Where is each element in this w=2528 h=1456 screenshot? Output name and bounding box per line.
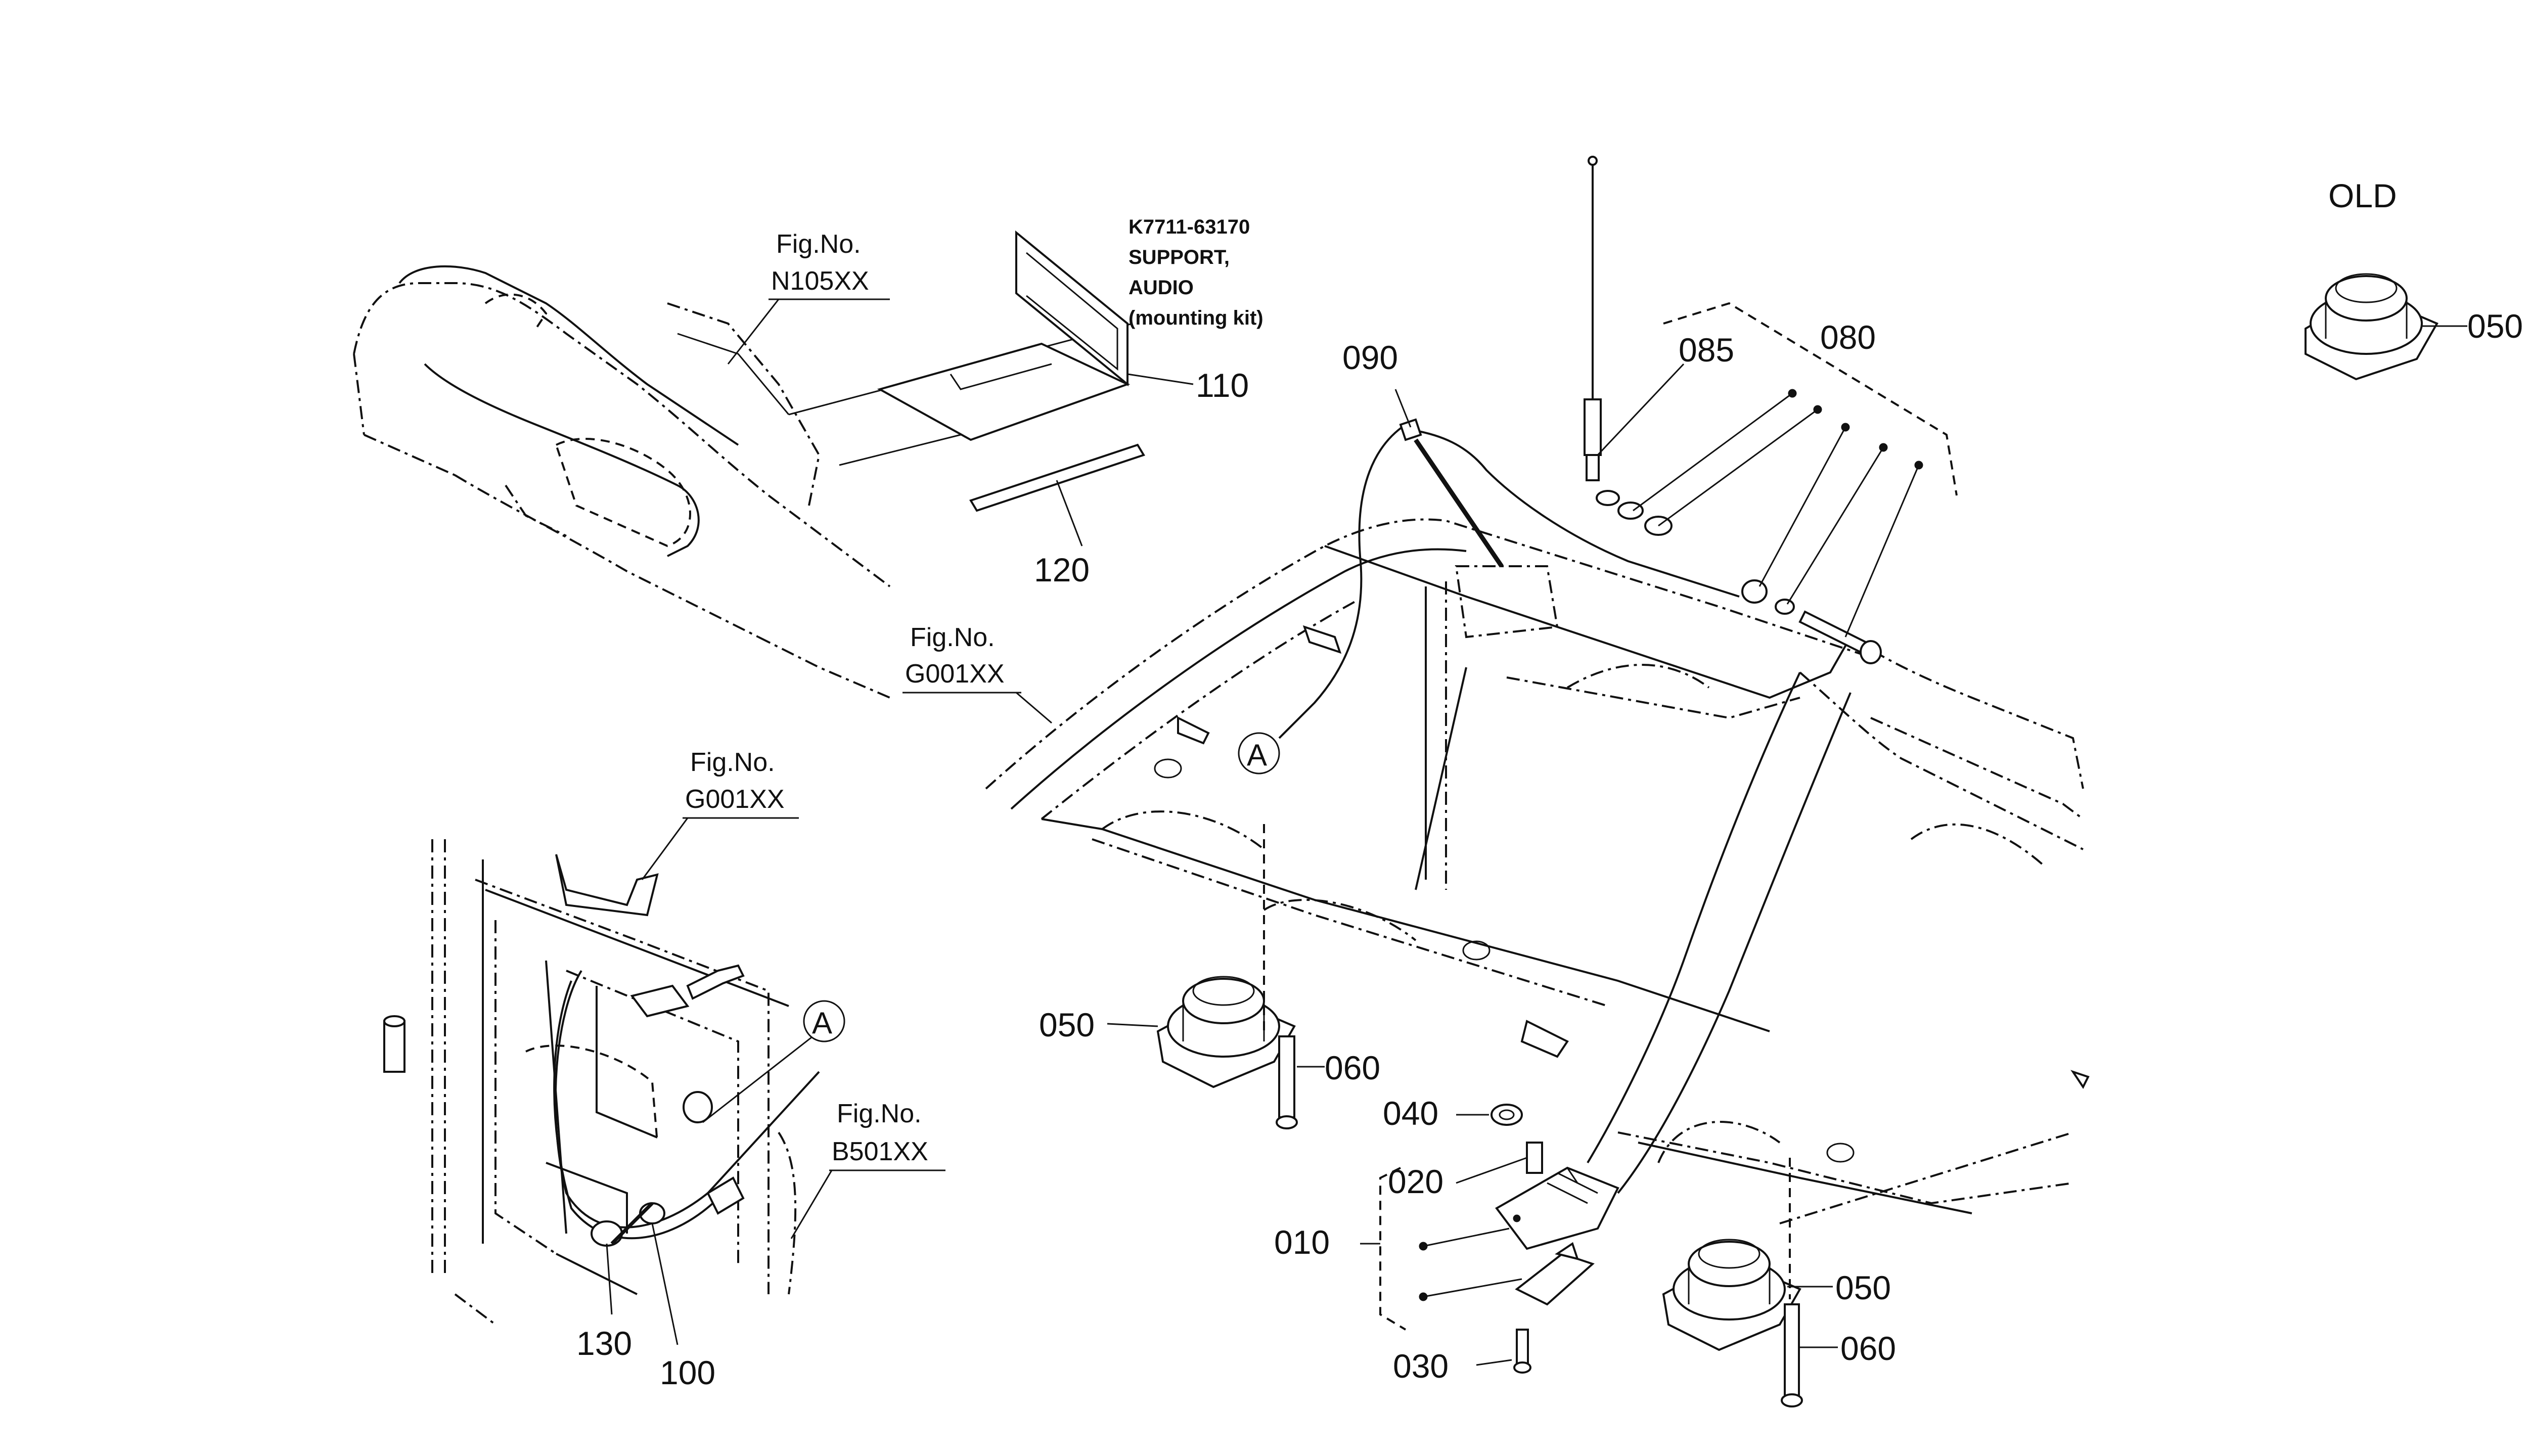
part-label-080: 080	[1820, 318, 1876, 356]
module-cover	[1515, 1242, 1595, 1306]
fig-ref-b501xx: Fig.No. B501XX	[790, 1099, 945, 1239]
antenna-cable	[1278, 418, 1740, 739]
part-label-130: 130	[576, 1325, 632, 1362]
connector-020	[1526, 1142, 1543, 1174]
fig-ref-prefix: Fig.No.	[910, 623, 995, 652]
callout-line: AUDIO	[1128, 277, 1194, 299]
old-label: OLD	[2328, 177, 2397, 214]
part-label-060-left: 060	[1325, 1049, 1380, 1086]
rubber-strip	[969, 443, 1145, 512]
leader-line	[651, 1223, 679, 1345]
leader-line	[1127, 373, 1194, 385]
part-label-090: 090	[1342, 339, 1398, 376]
inset-bracket	[555, 854, 690, 1018]
part-label-050-right: 050	[1835, 1269, 1891, 1306]
fig-ref-g001xx-main: Fig.No. G001XX	[902, 623, 1052, 724]
marker-a-inset: A	[702, 1000, 845, 1123]
fig-ref-code: N105XX	[771, 266, 869, 296]
part-label-100: 100	[660, 1354, 715, 1391]
fig-ref-code: B501XX	[832, 1137, 928, 1166]
part-label-050-old: 050	[2467, 307, 2523, 345]
cab-roof	[985, 518, 2090, 1224]
part-label-020: 020	[1388, 1163, 1443, 1200]
speaker-old	[2305, 273, 2439, 381]
hardware-group-bracket	[1394, 302, 1958, 638]
screw-030	[1513, 1329, 1531, 1374]
support-audio-bracket	[877, 230, 1131, 441]
part-label-010: 010	[1274, 1223, 1330, 1261]
leader-line	[839, 434, 961, 466]
inset-cab-pillar	[383, 839, 797, 1326]
fig-ref-code: G001XX	[905, 659, 1005, 689]
screw-left	[1263, 824, 1298, 1129]
part-label-030: 030	[1393, 1347, 1449, 1385]
fig-ref-g001xx-inset: Fig.No. G001XX	[641, 748, 799, 880]
inset-harness	[553, 970, 820, 1247]
fig-ref-prefix: Fig.No.	[837, 1099, 922, 1128]
callout-line: (mounting kit)	[1128, 307, 1263, 329]
leader-line	[1056, 480, 1083, 547]
part-label-060-right: 060	[1840, 1330, 1896, 1367]
leader-line	[1107, 1023, 1158, 1027]
marker-a-main: A	[1238, 732, 1280, 775]
fig-ref-prefix: Fig.No.	[776, 230, 861, 259]
part-label-050-left: 050	[1039, 1006, 1095, 1043]
nut-040	[1491, 1104, 1523, 1126]
inset-antenna-connector	[686, 964, 745, 1000]
antenna-hardware	[1596, 490, 1882, 664]
part-label-085: 085	[1679, 331, 1734, 369]
fig-ref-code: G001XX	[685, 785, 785, 814]
marker-letter: A	[1247, 738, 1267, 772]
callout-line: SUPPORT,	[1128, 246, 1230, 268]
fig-ref-n105xx: Fig.No. N105XX	[727, 230, 890, 365]
module-bracket	[1360, 1114, 1527, 1366]
speaker-left	[1156, 976, 1296, 1088]
antenna-rod	[1584, 156, 1602, 481]
speaker-right	[1662, 1239, 1801, 1351]
audio-module	[1495, 1166, 1619, 1250]
marker-letter: A	[812, 1006, 832, 1040]
part-label-040: 040	[1383, 1095, 1438, 1132]
callout-line: K7711-63170	[1128, 216, 1250, 238]
callout-k7711-63170: K7711-63170 SUPPORT, AUDIO (mounting kit…	[1128, 216, 1263, 329]
fig-ref-prefix: Fig.No.	[690, 748, 775, 777]
console-assembly	[353, 265, 891, 699]
part-label-120: 120	[1034, 551, 1090, 588]
screw-right	[1781, 1158, 1803, 1407]
leader-line	[606, 1243, 613, 1315]
part-label-110: 110	[1196, 367, 1249, 404]
